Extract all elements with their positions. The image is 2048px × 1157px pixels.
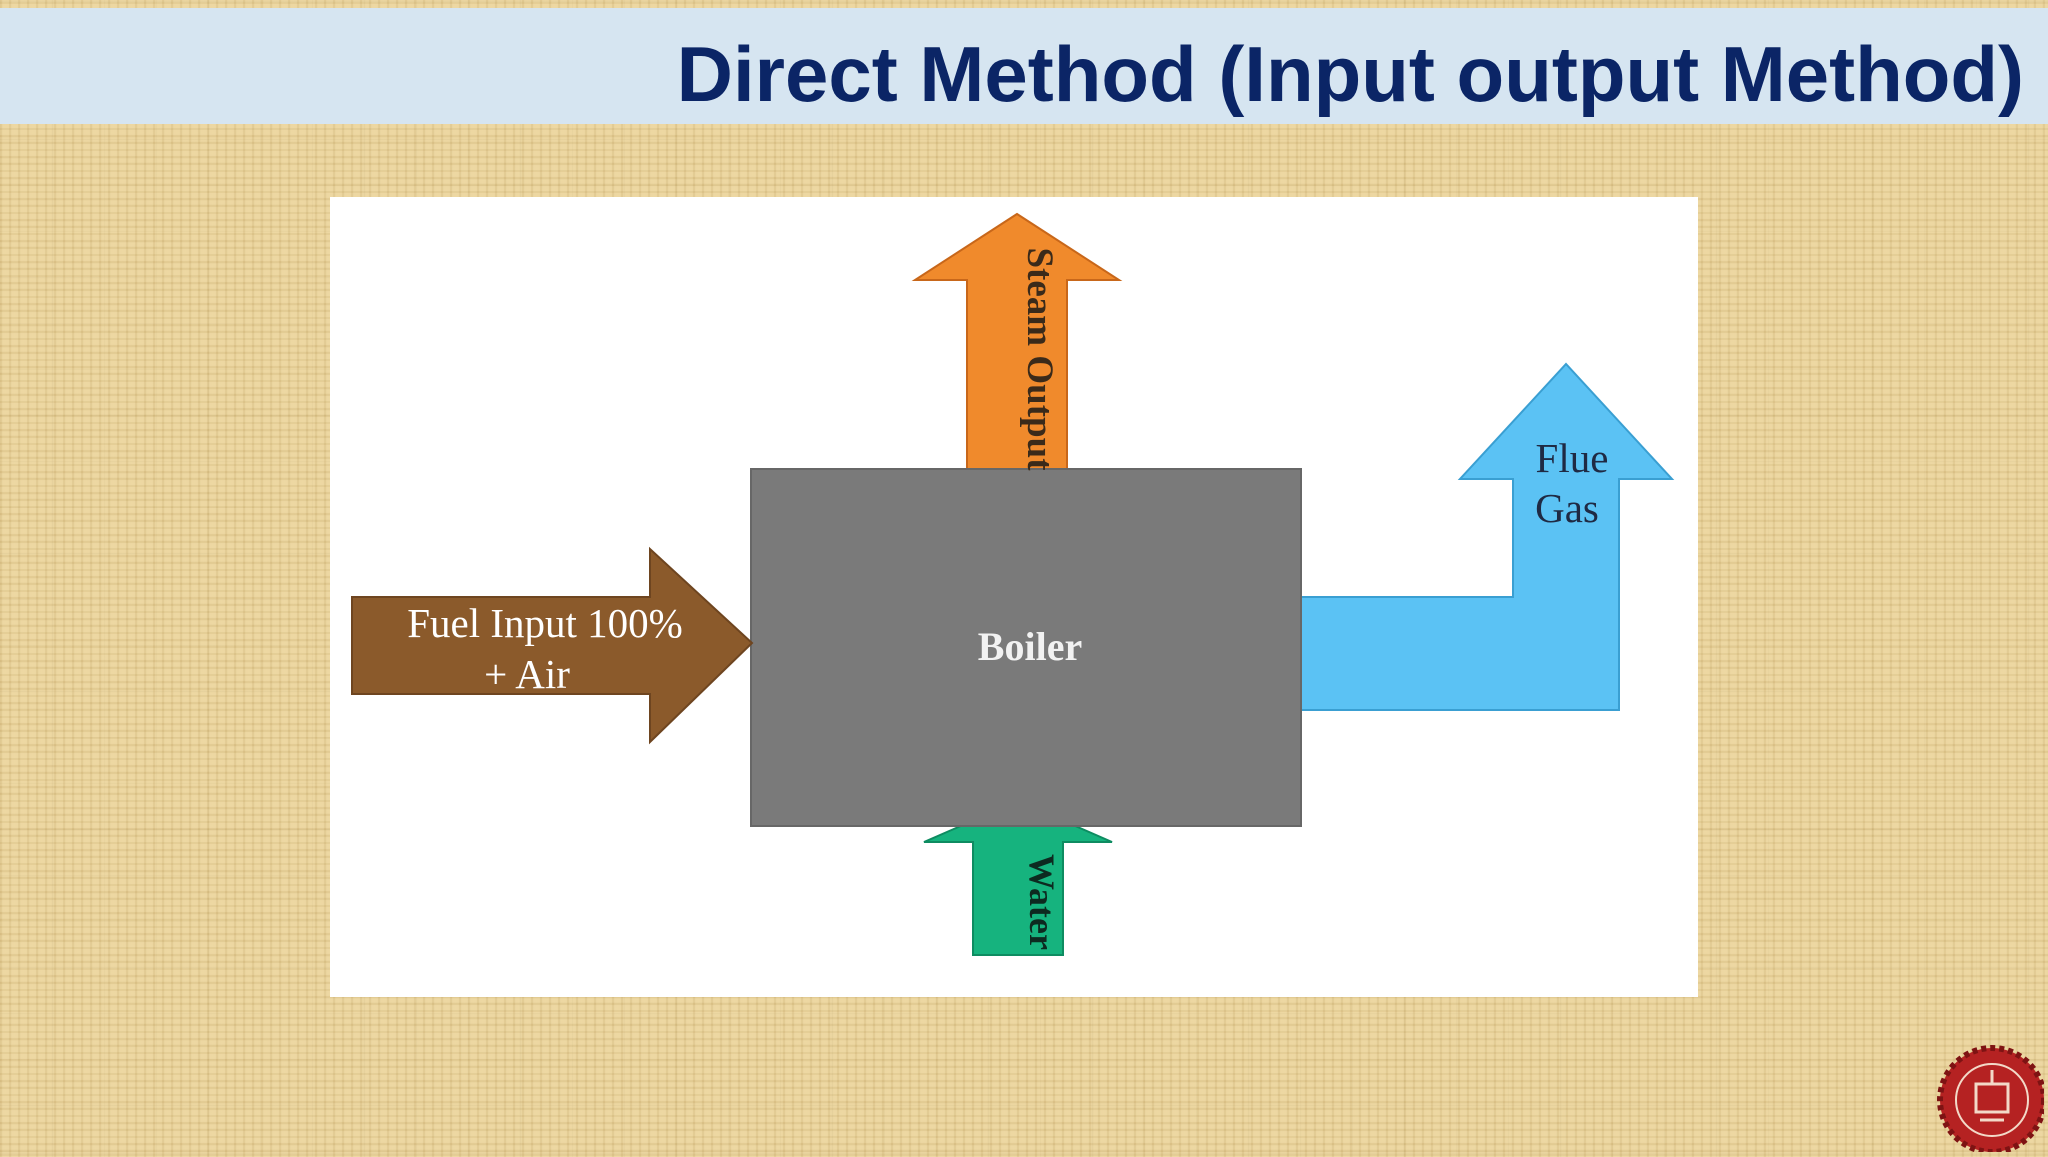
slide-title: Direct Method (Input output Method) [676,30,2024,118]
title-bar: Direct Method (Input output Method) [0,8,2048,124]
fuel-input-label-line1: Fuel Input 100% [407,600,683,646]
flue-gas-arrow [1297,362,1675,711]
flue-gas-label-line2: Gas [1535,485,1599,531]
boiler-body [750,468,1302,827]
steam-output-label: Steam Output [1019,247,1060,471]
boiler-diagram: Boiler Fuel Input 100% + Air Steam Outpu… [330,197,1698,997]
fuel-input-label-line2: + Air [484,651,570,697]
boiler-label: Boiler [978,624,1082,669]
steam-output-arrow [911,212,1123,470]
boiler-diagram-svg: Boiler Fuel Input 100% + Air Steam Outpu… [351,212,1675,956]
water-label: Water [1022,854,1062,950]
fuel-input-arrow [351,546,754,745]
flue-gas-label-line1: Flue [1536,435,1609,481]
institution-seal-icon [1932,1040,2047,1155]
